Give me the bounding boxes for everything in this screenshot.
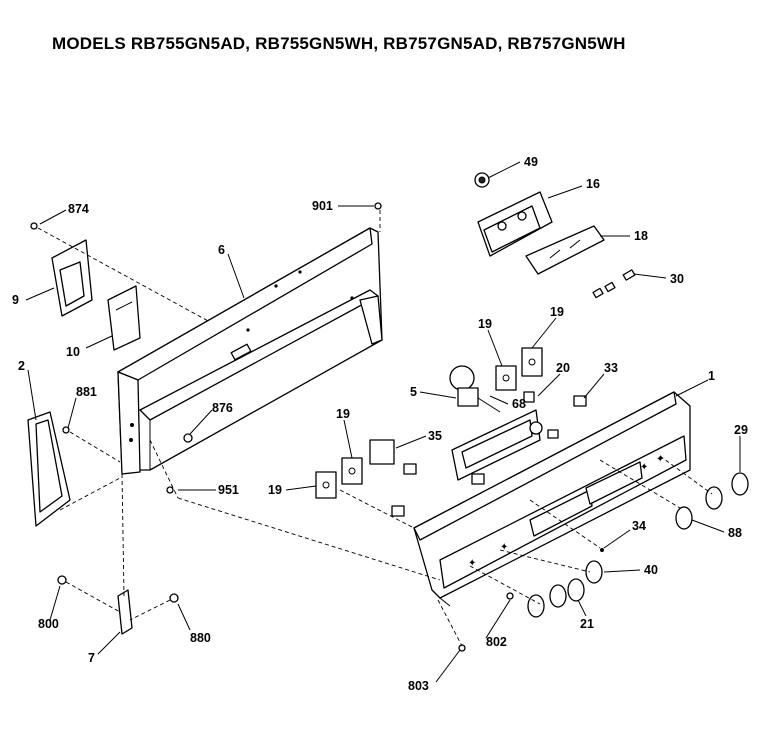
switch-bracket-part: [451, 409, 543, 481]
oven-thermostat-part: [449, 365, 501, 413]
callout-35: 35: [428, 429, 442, 443]
callout-803: 803: [408, 679, 429, 693]
callout-19-a: 19: [478, 317, 492, 331]
svg-text:✦: ✦: [468, 558, 476, 569]
callout-leads: [25, 161, 741, 683]
leader-lines: [37, 210, 713, 647]
callout-40: 40: [644, 563, 658, 577]
callout-9: 9: [12, 293, 19, 307]
callout-19-c: 19: [336, 407, 350, 421]
clip-parts: [391, 391, 587, 517]
callout-21: 21: [580, 617, 594, 631]
clock-overlay-part: [525, 225, 605, 275]
side-trim-part: [27, 411, 71, 527]
rocker-switch-part: [369, 439, 417, 475]
callout-88: 88: [728, 526, 742, 540]
callout-49: 49: [524, 155, 538, 169]
control-knobs-part: [527, 472, 749, 618]
callout-19-d: 19: [268, 483, 282, 497]
callout-901: 901: [312, 199, 333, 213]
mounting-bracket-part: [117, 589, 133, 635]
callout-33: 33: [604, 361, 618, 375]
svg-text:✦: ✦: [500, 542, 508, 553]
svg-text:✦: ✦: [656, 454, 664, 465]
svg-text:✦: ✦: [640, 462, 648, 473]
callout-800: 800: [38, 617, 59, 631]
callout-2: 2: [18, 359, 25, 373]
small-knobs-part: [592, 269, 636, 299]
callout-7: 7: [88, 651, 95, 665]
callout-labels: 49 16 18 30 874 901 6 9 10 19 19 2 881 5…: [12, 155, 748, 693]
callout-876: 876: [212, 401, 233, 415]
callout-5: 5: [410, 385, 417, 399]
screws-part: [30, 202, 604, 652]
callout-30: 30: [670, 272, 684, 286]
callout-880: 880: [190, 631, 211, 645]
callout-34: 34: [632, 519, 646, 533]
callout-18: 18: [634, 229, 648, 243]
page-title: MODELS RB755GN5AD, RB755GN5WH, RB757GN5A…: [52, 34, 626, 53]
clock-timer-part: [474, 172, 553, 257]
callout-68: 68: [512, 397, 526, 411]
callout-20: 20: [556, 361, 570, 375]
callout-874: 874: [68, 202, 89, 216]
callout-881: 881: [76, 385, 97, 399]
callout-1: 1: [708, 369, 715, 383]
callout-10: 10: [66, 345, 80, 359]
side-bracket-part: [51, 239, 141, 351]
callout-29: 29: [734, 423, 748, 437]
callout-16: 16: [586, 177, 600, 191]
callout-19-b: 19: [550, 305, 564, 319]
callout-6: 6: [218, 243, 225, 257]
backsplash-frame-part: [117, 227, 383, 475]
callout-802: 802: [486, 635, 507, 649]
callout-951: 951: [218, 483, 239, 497]
